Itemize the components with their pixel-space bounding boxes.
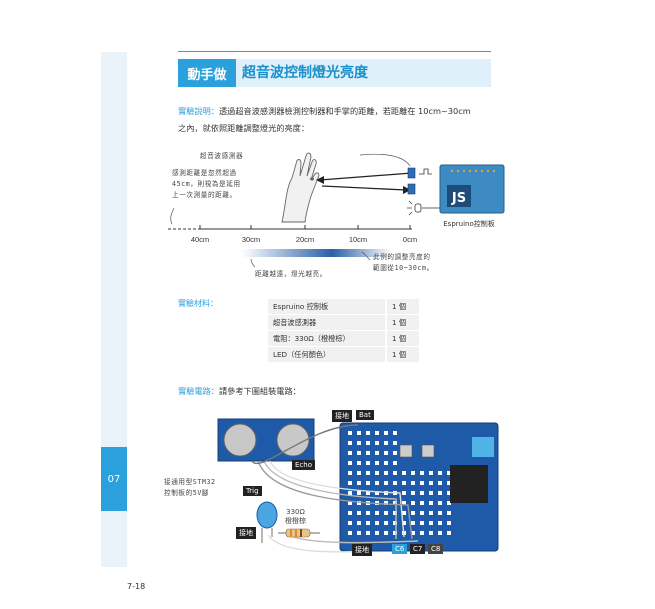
material-name: 電阻：330Ω（橙橙棕）	[268, 330, 385, 347]
arrow-head-icon	[316, 176, 324, 184]
pin-c7-tag: C7	[410, 544, 426, 554]
note-right-callout	[361, 251, 371, 261]
pulse-waveform-icon	[419, 168, 432, 175]
scale-tick-40: 40cm	[191, 235, 209, 244]
gnd-tag-top: 接地	[332, 410, 352, 422]
user-button-icon	[421, 444, 435, 458]
led-component	[256, 501, 278, 543]
sensor-transducer-left	[223, 423, 257, 457]
title-tag: 動手做	[178, 59, 236, 87]
material-qty: 1 個	[387, 299, 419, 315]
scale-tick-0: 0cm	[403, 235, 417, 244]
signal-arrow-out	[319, 172, 413, 181]
sensor-receiver	[407, 183, 416, 195]
table-row: 超音波感測器 1 個	[268, 314, 419, 331]
note-left-callout	[170, 207, 175, 225]
circuit-label: 實驗電路：	[178, 386, 219, 396]
gnd-tag-bottom: 接地	[352, 544, 372, 556]
page-number: 7-18	[127, 582, 146, 591]
intro-line-2: 之內，就依照距離調整燈光的亮度：	[178, 123, 310, 133]
materials-table: Espruino 控制板 1 個 超音波感測器 1 個 電阻：330Ω（橙橙棕）…	[268, 299, 419, 363]
resistor-component	[278, 528, 320, 538]
circuit-heading: 實驗電路：請參考下圖組裝電路：	[178, 383, 301, 400]
circuit-text: 請參考下圖組裝電路：	[218, 386, 301, 396]
intro-text-1: 透過超音波感測器檢測控制器和手掌的距離，若距離在 10cm~30cm	[218, 106, 471, 116]
arrow-head-icon	[403, 186, 411, 194]
intro-label: 實驗說明：	[178, 106, 219, 116]
pin-c6-tag: C6	[392, 544, 408, 554]
note-left-line-3: 上一次測量的距離。	[172, 191, 237, 199]
intro-line-1: 實驗說明：透過超音波感測器檢測控制器和手掌的距離，若距離在 10cm~30cm	[178, 103, 471, 120]
sensor-callout-line	[359, 153, 411, 167]
reset-button-icon	[399, 444, 413, 458]
usb-connector	[472, 437, 494, 457]
sensor-transducer-right	[276, 423, 310, 457]
board-logo: JS	[451, 191, 466, 206]
board-label: Espruino控制板	[443, 219, 495, 228]
title-rule	[178, 51, 491, 52]
material-qty: 1 個	[387, 314, 419, 331]
board-pins	[450, 169, 496, 173]
brightness-gradient	[242, 249, 392, 257]
led-light-icon	[407, 200, 440, 216]
scale-tick-30: 30cm	[242, 235, 260, 244]
resistor-value: 330Ω	[286, 508, 305, 516]
distance-diagram: 40cm 30cm 20cm 10cm 0cm JS Espruino控制板	[168, 152, 505, 268]
material-qty: 1 個	[387, 346, 419, 363]
microcontroller-chip	[450, 465, 488, 503]
material-name: Espruino 控制板	[268, 299, 385, 315]
page-title: 超音波控制燈光亮度	[242, 65, 368, 81]
resistor-color-code: 橙橙棕	[285, 517, 306, 525]
note-bottom-callout	[250, 258, 256, 268]
table-row: 電阻：330Ω（橙橙棕） 1 個	[268, 330, 419, 347]
bat-tag: Bat	[356, 410, 374, 420]
note-stm32-line-1: 接通用型STM32	[164, 478, 216, 486]
sensor-transmitter	[407, 167, 416, 179]
scale-tick-20: 20cm	[296, 235, 314, 244]
board-chip	[447, 185, 471, 207]
trig-tag: Trig	[243, 486, 262, 496]
materials-label: 實驗材料：	[178, 299, 218, 308]
wires	[251, 424, 419, 553]
material-qty: 1 個	[387, 330, 419, 347]
distance-scale	[168, 225, 412, 230]
note-stm32-line-2: 控制板的5V腳	[164, 489, 210, 497]
material-name: 超音波感測器	[268, 314, 385, 331]
note-right-line-2: 範圍從10~30cm。	[373, 264, 434, 272]
material-name: LED（任何顏色）	[268, 346, 385, 363]
scale-tick-10: 10cm	[349, 235, 367, 244]
note-left-line-1: 感測距離是忽然超過	[172, 169, 237, 177]
note-left-line-2: 45cm，則視為是延用	[172, 180, 241, 188]
resistor-label: 330Ω 橙橙棕	[285, 508, 306, 526]
echo-tag: Echo	[292, 460, 315, 470]
note-right: 此例的調整亮度的 範圍從10~30cm。	[373, 252, 434, 274]
table-row: LED（任何顏色） 1 個	[268, 346, 419, 363]
note-stm32: 接通用型STM32 控制板的5V腳	[164, 477, 216, 499]
signal-arrow-return	[321, 185, 407, 191]
note-bottom: 距離越遠，燈光越亮。	[255, 270, 327, 278]
gnd-tag-left: 接地	[236, 527, 256, 539]
chapter-tab: 07	[101, 447, 127, 511]
table-row: Espruino 控制板 1 個	[268, 299, 419, 315]
note-left: 感測距離是忽然超過 45cm，則視為是延用 上一次測量的距離。	[172, 168, 241, 201]
hand-illustration	[281, 152, 320, 223]
note-right-line-1: 此例的調整亮度的	[373, 253, 431, 261]
pin-c8-tag: C8	[428, 544, 444, 554]
sensor-label: 超音波感測器	[200, 152, 244, 160]
